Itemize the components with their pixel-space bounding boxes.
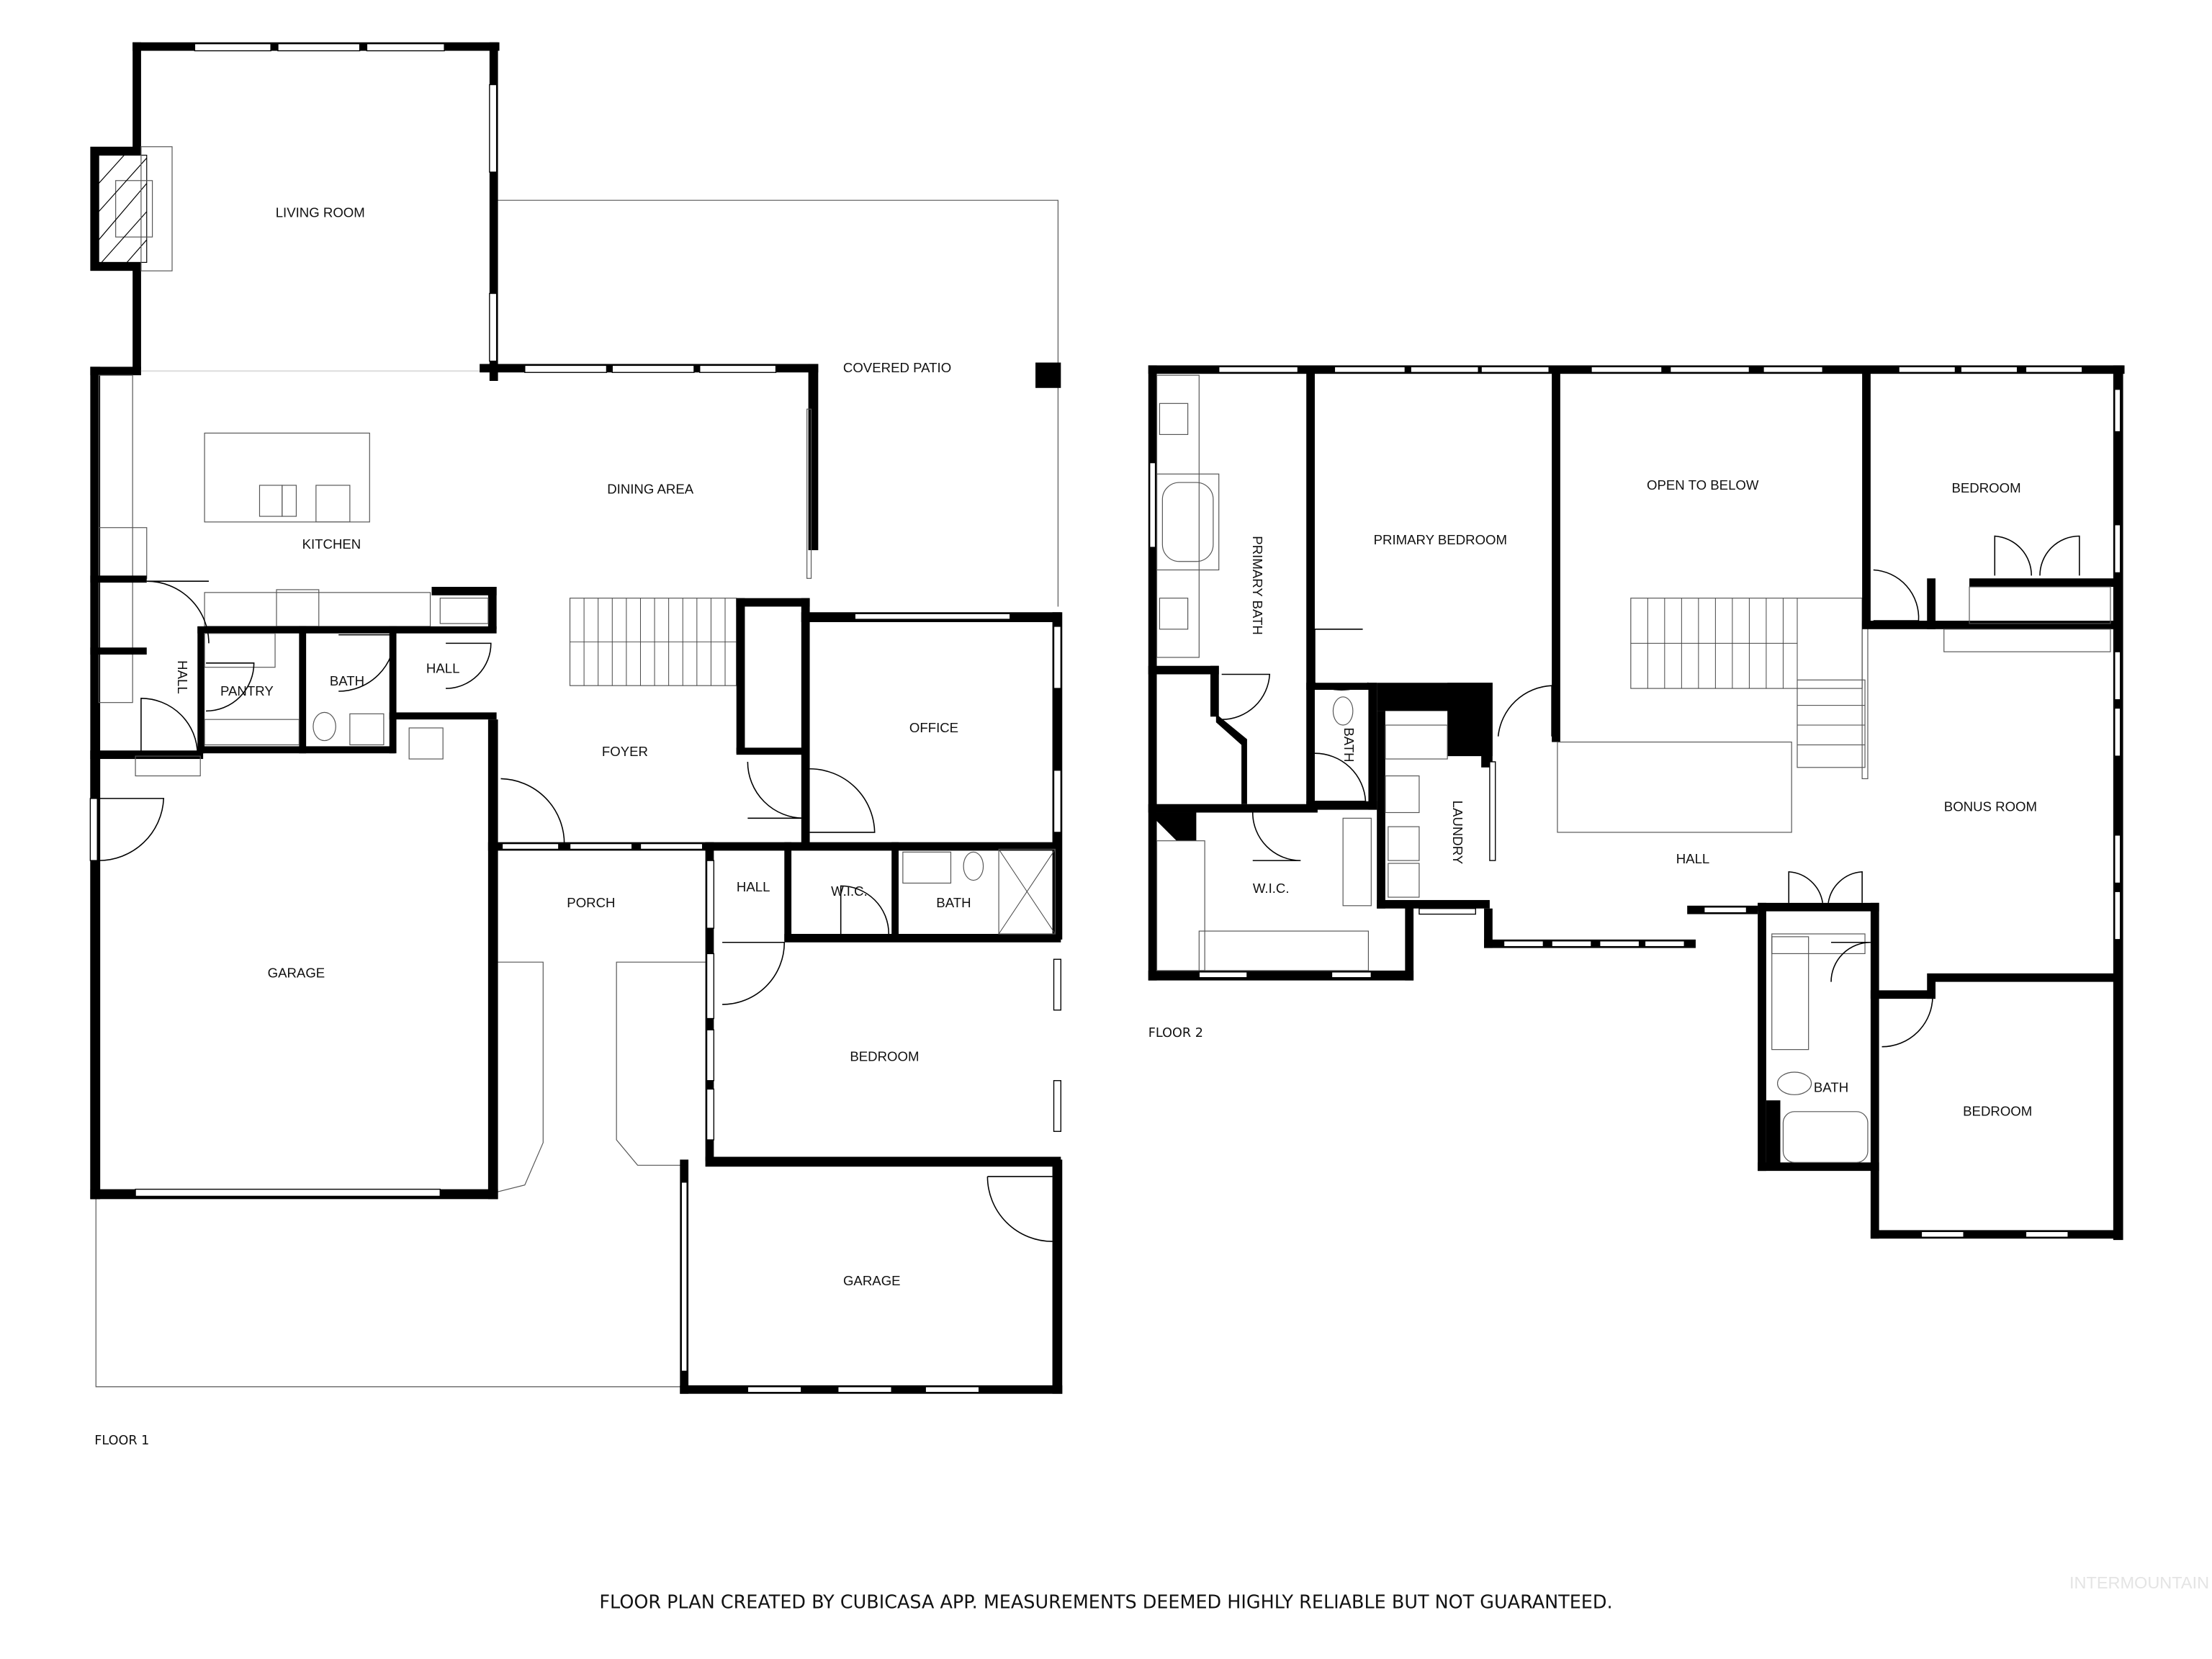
room-bonus-room: BONUS ROOM [1944, 799, 2037, 814]
room-garage-second: GARAGE [843, 1273, 901, 1288]
room-bath-se: BATH [1814, 1079, 1848, 1094]
toilet-icon [313, 711, 336, 742]
room-open-to-below: OPEN TO BELOW [1647, 477, 1759, 493]
room-bath-1: BATH [330, 673, 364, 688]
floor-2-plan [1148, 365, 2125, 1241]
room-living-room: LIVING ROOM [276, 205, 365, 220]
floor-1-label: FLOOR 1 [94, 1434, 149, 1448]
room-bath-small: BATH [1341, 727, 1357, 762]
kitchen-island [204, 432, 370, 523]
room-covered-patio: COVERED PATIO [843, 360, 951, 375]
shower-icon [998, 848, 1056, 935]
room-wic-2: W.I.C. [1253, 881, 1290, 896]
room-hall-2: HALL [1676, 851, 1710, 866]
driveway-outline [95, 1196, 683, 1388]
room-bedroom-se: BEDROOM [1963, 1104, 2032, 1119]
room-bedroom-ne: BEDROOM [1951, 480, 2020, 495]
porch-planter-left [496, 961, 544, 1193]
covered-patio-outline [496, 199, 1058, 607]
room-laundry: LAUNDRY [1450, 801, 1465, 865]
disclaimer-text: FLOOR PLAN CREATED BY CUBICASA APP. MEAS… [599, 1591, 1612, 1613]
floor-2-label: FLOOR 2 [1148, 1026, 1203, 1040]
porch-planter-right [616, 961, 706, 1166]
bathtub-icon [1156, 473, 1220, 571]
patio-column [1035, 362, 1061, 388]
room-hall-north: HALL [426, 661, 460, 676]
room-primary-bath: PRIMARY BATH [1250, 536, 1265, 635]
room-wic: W.I.C. [831, 884, 868, 899]
room-foyer: FOYER [602, 744, 648, 759]
floor-1-plan [89, 42, 1063, 1394]
room-hall-west: HALL [175, 660, 190, 694]
sink-icon [349, 713, 385, 746]
watermark: INTERMOUNTAIN [2069, 1573, 2209, 1592]
fireplace-icon [90, 146, 173, 271]
room-bath-2: BATH [936, 895, 971, 910]
range-icon [276, 589, 320, 627]
room-office: OFFICE [909, 720, 958, 735]
room-primary-bedroom: PRIMARY BEDROOM [1374, 532, 1507, 547]
bathtub-icon-2 [1782, 1111, 1869, 1163]
room-pantry: PANTRY [220, 683, 274, 698]
room-dining-area: DINING AREA [607, 482, 694, 497]
room-porch: PORCH [567, 895, 615, 910]
room-hall-south: HALL [737, 879, 770, 894]
room-bedroom: BEDROOM [850, 1048, 919, 1064]
room-garage-main: GARAGE [268, 966, 325, 981]
room-labels: LIVING ROOM COVERED PATIO KITCHEN DINING… [94, 205, 2037, 1448]
room-kitchen: KITCHEN [302, 536, 361, 552]
